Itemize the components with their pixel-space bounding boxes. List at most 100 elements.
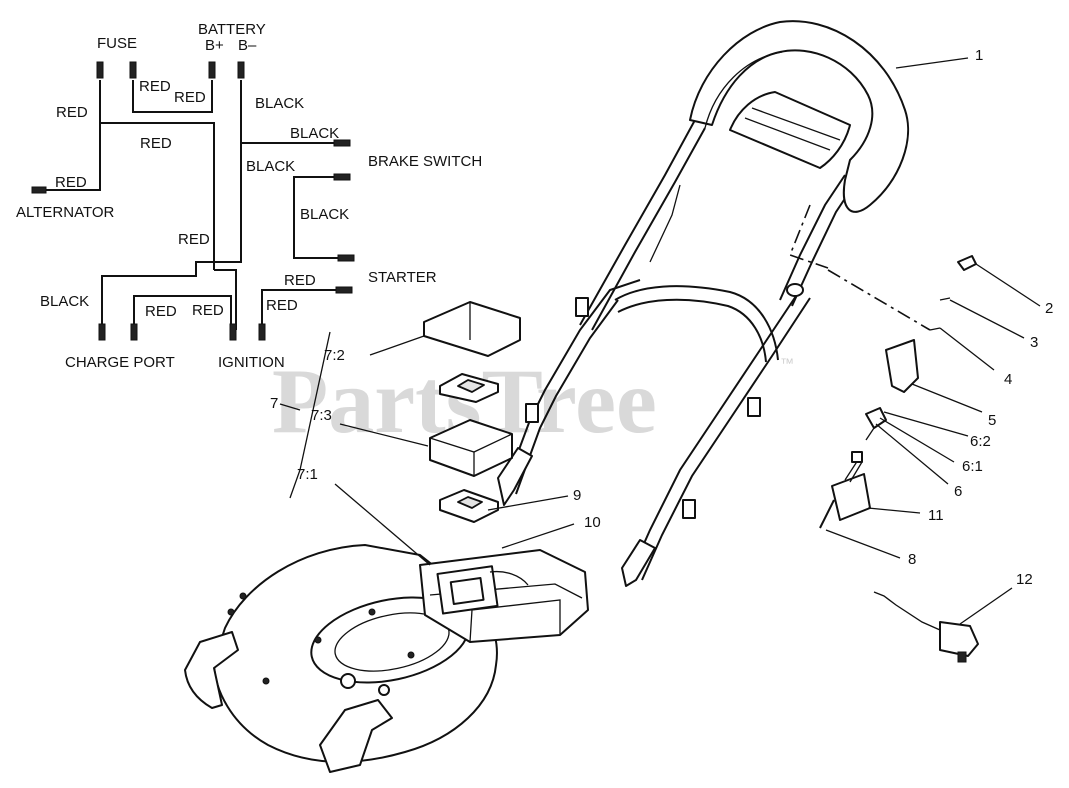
handle-left-leg-inner xyxy=(515,299,619,495)
battery-label: BATTERY xyxy=(198,21,266,38)
callout-12: 12 xyxy=(1016,571,1033,588)
deck-rivet xyxy=(368,608,376,616)
battery-pos-label: B+ xyxy=(205,37,224,54)
leader-line-5 xyxy=(911,383,983,413)
deck-rivet xyxy=(262,677,270,685)
callout-2: 2 xyxy=(1045,300,1053,317)
wire-color-label: RED xyxy=(192,302,224,319)
grip-inner-edge xyxy=(704,51,783,129)
wire-fuse-to-ignition xyxy=(99,80,215,270)
callout-5: 5 xyxy=(988,412,996,429)
upper-left-shaft-inner xyxy=(591,127,706,331)
part-11-lead xyxy=(844,459,859,481)
handle-right-leg-inner xyxy=(641,297,811,581)
wire-color-label: RED xyxy=(139,78,171,95)
leader-line-10 xyxy=(501,523,575,549)
leader-line-12 xyxy=(959,587,1013,625)
deck-rivet xyxy=(314,636,322,644)
starter-label: STARTER xyxy=(368,269,437,286)
fuse-label: FUSE xyxy=(97,35,137,52)
deck-rivet xyxy=(239,592,247,600)
part-6-switch-stem xyxy=(865,427,875,441)
battery-holder-hole xyxy=(457,496,483,509)
callout-1: 1 xyxy=(975,47,983,64)
part-2-cap xyxy=(957,255,977,271)
leader-line-9 xyxy=(487,495,569,511)
mower-deck xyxy=(184,544,589,773)
wire-battery-to-charge-port xyxy=(101,143,242,330)
callout-7-3: 7:3 xyxy=(311,407,332,424)
wire-harness-parts xyxy=(819,451,871,529)
battery-cell xyxy=(429,419,513,477)
charge-port-terminal-1 xyxy=(98,323,106,341)
deck-bolt xyxy=(340,673,356,689)
wire-brake-to-starter xyxy=(293,176,342,259)
starter-terminal-2 xyxy=(335,286,353,294)
control-cable xyxy=(649,184,681,263)
callout-numbers: 1 2 3 4 5 6:2 6:1 6 11 8 12 7:2 7 7:3 7:… xyxy=(270,47,1053,588)
battery-pos-terminal xyxy=(208,61,216,79)
battery-neg-terminal xyxy=(237,61,245,79)
operator-presence-bar xyxy=(729,91,851,169)
leader-line-7-2 xyxy=(369,335,425,356)
wire-color-label: BLACK xyxy=(300,206,349,223)
callout-7: 7 xyxy=(270,395,278,412)
wire-color-label: BLACK xyxy=(290,125,339,142)
engine-mount-side xyxy=(469,599,561,643)
key-switch-parts xyxy=(865,255,977,441)
battery-pad-hole xyxy=(457,379,485,393)
wire-color-label: BLACK xyxy=(255,95,304,112)
wire-fuse-to-battery xyxy=(132,80,213,113)
brake-terminal-1 xyxy=(333,139,351,147)
battery-cover xyxy=(423,301,521,357)
wire-to-ignition xyxy=(214,269,237,330)
part-3-washer xyxy=(939,297,951,301)
callout-8: 8 xyxy=(908,551,916,568)
charge-port-terminal-2 xyxy=(130,323,138,341)
handle-clamp xyxy=(575,297,589,317)
wire-fuse-to-alternator xyxy=(40,123,101,191)
leader-line-7-3 xyxy=(339,423,429,447)
leader-line-3 xyxy=(949,299,1025,339)
wire-color-label: RED xyxy=(178,231,210,248)
deck-front-bumper xyxy=(184,631,239,709)
wire-color-label: RED xyxy=(56,104,88,121)
alternator-label: ALTERNATOR xyxy=(16,204,115,221)
cable-knob xyxy=(786,283,804,297)
watermark-trademark: ™ xyxy=(780,355,794,371)
part-6-switch xyxy=(865,407,887,429)
handle-clamp xyxy=(747,397,761,417)
leader-line-8 xyxy=(825,529,901,559)
handle-lower-bracket-right xyxy=(621,539,656,587)
fuse-terminal-2 xyxy=(129,61,137,79)
part-8-bolt xyxy=(819,499,835,529)
leader-line-6-1 xyxy=(879,417,955,463)
upper-left-shaft-outer xyxy=(579,119,696,326)
leader-line-11 xyxy=(867,507,921,514)
upper-right-shaft-outer xyxy=(779,174,846,301)
bracket-7-line xyxy=(289,331,331,499)
callout-10: 10 xyxy=(584,514,601,531)
brake-terminal-2 xyxy=(333,173,351,181)
leader-line-2 xyxy=(975,263,1041,307)
callout-6-2: 6:2 xyxy=(970,433,991,450)
leader-lines xyxy=(279,57,1041,625)
handle-lower-bracket-left xyxy=(497,447,533,506)
wire-color-label: RED xyxy=(284,272,316,289)
handle-crossbar-inner xyxy=(617,298,767,363)
wire-ignition-to-starter xyxy=(261,289,340,330)
key-location-dashline xyxy=(827,269,931,331)
part-12-charger-brick xyxy=(939,621,979,657)
harness-lead xyxy=(489,570,529,586)
wire-color-label: RED xyxy=(140,135,172,152)
deck-bolt xyxy=(378,684,390,696)
deck-rivet xyxy=(407,651,415,659)
wire-color-label: RED xyxy=(55,174,87,191)
wire-color-label: RED xyxy=(145,303,177,320)
wire-color-label: RED xyxy=(266,297,298,314)
part-5-key xyxy=(885,339,919,393)
leader-line-1 xyxy=(895,57,969,69)
battery-tray-inner xyxy=(449,577,485,605)
part-11-connector xyxy=(851,451,863,463)
